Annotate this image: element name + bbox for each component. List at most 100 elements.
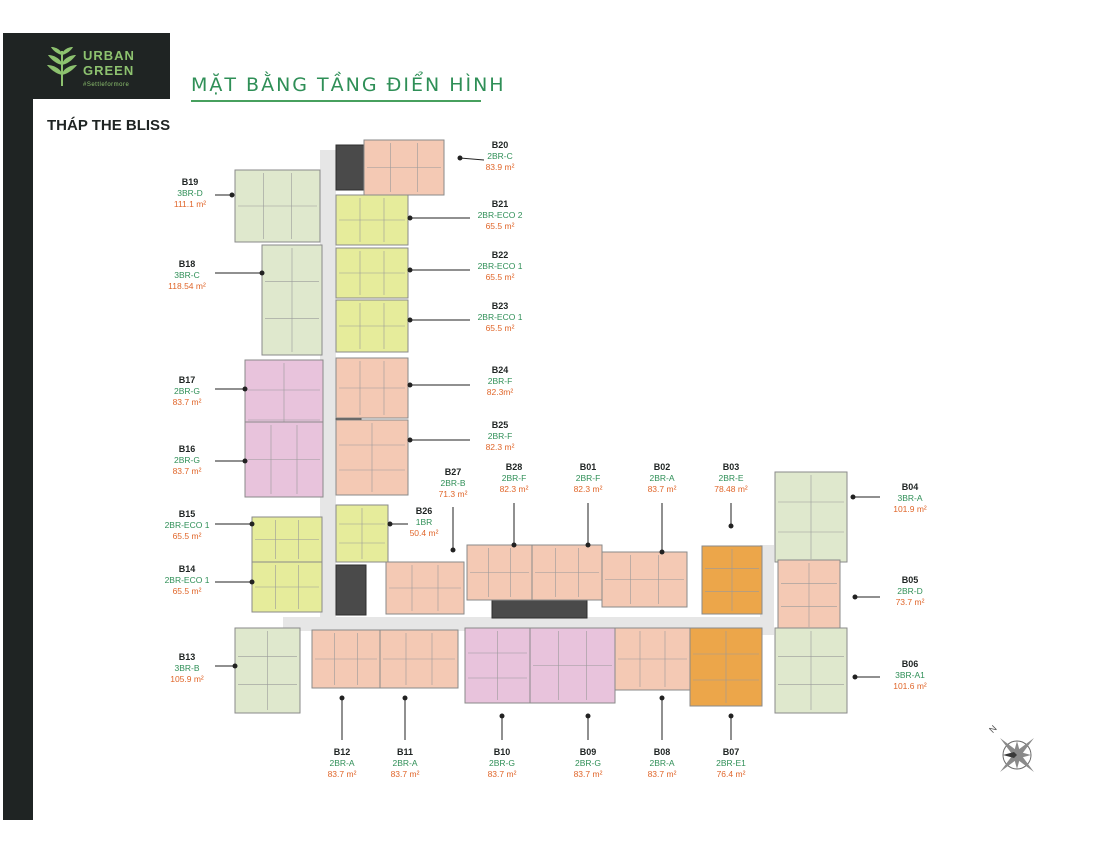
unit-b28 xyxy=(466,544,533,601)
unit-type: 2BR-C xyxy=(487,151,513,161)
unit-b02 xyxy=(601,551,688,608)
unit-type: 3BR-A1 xyxy=(895,670,925,680)
service-core-1 xyxy=(335,144,365,191)
unit-id: B10 xyxy=(494,747,511,757)
unit-id: B01 xyxy=(580,462,597,472)
unit-b06 xyxy=(774,627,848,714)
unit-id: B17 xyxy=(179,375,196,385)
unit-type: 2BR-F xyxy=(488,376,513,386)
unit-type: 2BR-G xyxy=(174,455,200,465)
tower-name: THÁP THE BLISS xyxy=(47,117,171,134)
unit-b21 xyxy=(335,194,409,246)
unit-type: 2BR-D xyxy=(897,586,923,596)
unit-area: 65.5 m² xyxy=(486,323,515,333)
brand-name: URBAN GREEN xyxy=(83,48,135,78)
compass-rose-icon: N xyxy=(987,723,1034,772)
unit-b26 xyxy=(335,504,389,563)
unit-area: 83.7 m² xyxy=(328,769,357,779)
unit-type: 1BR xyxy=(416,517,433,527)
unit-area: 65.5 m² xyxy=(173,586,202,596)
unit-id: B18 xyxy=(179,259,196,269)
unit-type: 2BR-E1 xyxy=(716,758,746,768)
unit-area: 50.4 m² xyxy=(410,528,439,538)
unit-b07 xyxy=(689,627,763,707)
unit-type: 2BR-F xyxy=(488,431,513,441)
unit-type: 3BR-B xyxy=(174,663,199,673)
unit-id: B23 xyxy=(492,301,509,311)
unit-id: B25 xyxy=(492,420,509,430)
unit-type: 2BR-ECO 1 xyxy=(165,520,210,530)
unit-b10 xyxy=(464,627,531,704)
unit-type: 2BR-ECO 1 xyxy=(478,261,523,271)
unit-id: B05 xyxy=(902,575,919,585)
unit-b08 xyxy=(614,627,691,691)
unit-type: 2BR-ECO 2 xyxy=(478,210,523,220)
unit-b20 xyxy=(363,139,445,196)
unit-area: 82.3 m² xyxy=(500,484,529,494)
unit-area: 73.7 m² xyxy=(896,597,925,607)
unit-area: 83.7 m² xyxy=(574,769,603,779)
unit-b05 xyxy=(777,559,841,631)
unit-id: B11 xyxy=(397,747,413,757)
unit-area: 65.5 m² xyxy=(486,272,515,282)
unit-type: 2BR-F xyxy=(502,473,527,483)
unit-b24 xyxy=(335,357,409,419)
unit-type: 2BR-A xyxy=(649,758,674,768)
unit-b04 xyxy=(774,471,848,563)
unit-b27 xyxy=(385,561,465,615)
unit-type: 3BR-A xyxy=(897,493,922,503)
unit-area: 111.1 m² xyxy=(174,199,206,209)
unit-area: 78.48 m² xyxy=(714,484,748,494)
unit-id: B08 xyxy=(654,747,671,757)
unit-area: 82.3 m² xyxy=(574,484,603,494)
unit-id: B16 xyxy=(179,444,196,454)
unit-b03 xyxy=(701,545,763,615)
unit-b12 xyxy=(311,629,381,689)
leaf-icon xyxy=(47,47,77,86)
unit-area: 76.4 m² xyxy=(717,769,746,779)
unit-b23 xyxy=(335,299,409,353)
unit-area: 71.3 m² xyxy=(439,489,468,499)
unit-id: B26 xyxy=(416,506,433,516)
unit-id: B09 xyxy=(580,747,597,757)
unit-area: 65.5 m² xyxy=(173,531,202,541)
brand-line-1: URBAN xyxy=(83,48,135,63)
unit-area: 83.7 m² xyxy=(488,769,517,779)
unit-area: 82.3 m² xyxy=(486,442,515,452)
unit-area: 118.54 m² xyxy=(168,281,206,291)
unit-id: B28 xyxy=(506,462,523,472)
unit-type: 2BR-F xyxy=(576,473,601,483)
unit-id: B21 xyxy=(492,199,509,209)
unit-type: 2BR-A xyxy=(329,758,354,768)
unit-b13 xyxy=(234,627,301,714)
unit-id: B06 xyxy=(902,659,919,669)
unit-area: 83.9 m² xyxy=(486,162,515,172)
unit-id: B13 xyxy=(179,652,196,662)
unit-b19 xyxy=(234,169,321,243)
unit-type: 2BR-A xyxy=(649,473,674,483)
unit-b11 xyxy=(379,629,459,689)
unit-id: B24 xyxy=(492,365,509,375)
unit-b15 xyxy=(251,516,323,563)
unit-id: B03 xyxy=(723,462,740,472)
unit-b22 xyxy=(335,247,409,299)
unit-id: B14 xyxy=(179,564,196,574)
service-core-4 xyxy=(335,564,367,616)
unit-type: 2BR-G xyxy=(575,758,601,768)
